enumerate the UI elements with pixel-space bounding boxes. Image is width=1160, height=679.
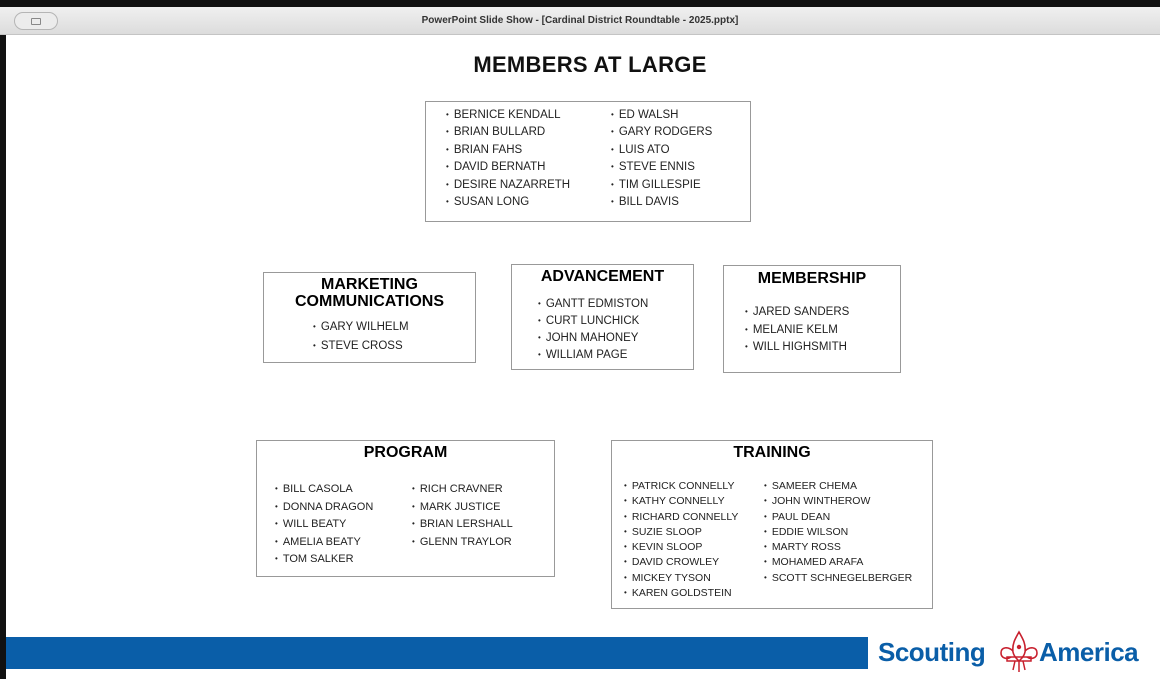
member-name: BILL DAVIS [611,194,712,211]
member-name: MELANIE KELM [745,322,849,340]
membership-members-list: JARED SANDERSMELANIE KELMWILL HIGHSMITH [745,304,850,357]
member-name: KATHY CONNELLY [624,494,738,509]
member-name: RICHARD CONNELLY [624,510,739,525]
member-name: DAVID CROWLEY [624,555,738,570]
member-name: WILL HIGHSMITH [745,339,849,357]
slide-title: MEMBERS AT LARGE [473,52,707,77]
member-name: DESIRE NAZARRETH [446,177,570,194]
member-name: PATRICK CONNELLY [624,479,738,494]
member-name: TIM GILLESPIE [611,177,712,194]
program-col-2: RICH CRAVNERMARK JUSTICEBRIAN LERSHALLGL… [412,481,513,551]
member-name: MOHAMED ARAFA [764,555,912,570]
member-name: SUSAN LONG [446,194,570,211]
member-name: DAVID BERNATH [446,159,570,176]
fleur-de-lis-icon [1000,630,1038,672]
window-title: PowerPoint Slide Show - [Cardinal Distri… [421,15,739,26]
member-name: WILLIAM PAGE [538,347,648,364]
training-title: TRAINING [733,444,811,461]
training-box: TRAINING PATRICK CONNELLYKATHY CONNELLYR… [611,440,933,609]
member-name: SCOTT SCHNEGELBERGER [764,571,912,586]
member-name: BRIAN FAHS [446,142,570,159]
members-at-large-col-2: ED WALSHGARY RODGERSLUIS ATOSTEVE ENNIST… [611,107,713,211]
membership-box: MEMBERSHIP JARED SANDERSMELANIE KELMWILL… [723,265,901,373]
member-name: GLENN TRAYLOR [412,534,513,552]
window-titlebar[interactable]: PowerPoint Slide Show - [Cardinal Distri… [0,7,1160,35]
member-name: BRIAN BULLARD [446,124,570,141]
member-name: STEVE ENNIS [611,159,712,176]
advancement-box: ADVANCEMENT GANTT EDMISTONCURT LUNCHICKJ… [511,264,694,370]
logo-word-america: America [1039,637,1139,667]
member-name: JOHN WINTHEROW [764,494,912,509]
member-name: KEVIN SLOOP [624,540,738,555]
member-name: EDDIE WILSON [764,525,912,540]
window-top-edge [0,0,1160,7]
member-name: LUIS ATO [611,142,712,159]
member-name: SAMEER CHEMA [764,479,912,494]
member-name: ED WALSH [611,107,712,124]
member-name: WILL BEATY [275,516,373,534]
member-name: GARY WILHELM [313,318,409,337]
member-name: MICKEY TYSON [624,571,738,586]
member-name: TOM SALKER [275,551,373,569]
logo-word-scouting: Scouting [878,637,986,667]
members-at-large-col-1: BERNICE KENDALLBRIAN BULLARDBRIAN FAHSDA… [446,107,570,211]
membership-title: MEMBERSHIP [757,270,867,287]
member-name: JARED SANDERS [745,304,850,322]
member-name: KAREN GOLDSTEIN [624,586,738,601]
training-col-2: SAMEER CHEMAJOHN WINTHEROWPAUL DEANEDDIE… [764,479,912,586]
member-name: JOHN MAHONEY [538,330,648,347]
member-name: BERNICE KENDALL [446,107,570,124]
marketing-communications-box: MARKETING COMMUNICATIONS GARY WILHELMSTE… [263,272,476,363]
program-col-1: BILL CASOLADONNA DRAGONWILL BEATYAMELIA … [275,481,373,569]
member-name: BRIAN LERSHALL [412,516,513,534]
member-name: SUZIE SLOOP [624,525,738,540]
program-box: PROGRAM BILL CASOLADONNA DRAGONWILL BEAT… [256,440,555,577]
members-at-large-box: BERNICE KENDALLBRIAN BULLARDBRIAN FAHSDA… [425,101,751,222]
scouting-america-logo: Scouting America [876,628,1160,676]
footer-band [6,637,868,669]
slide-view-icon [31,17,41,25]
member-name: MARTY ROSS [764,540,912,555]
member-name: MARK JUSTICE [412,499,513,517]
training-col-1: PATRICK CONNELLYKATHY CONNELLYRICHARD CO… [624,479,739,601]
advancement-title: ADVANCEMENT [540,268,665,285]
marketing-communications-title: MARKETING COMMUNICATIONS [264,276,475,310]
program-title: PROGRAM [363,444,448,461]
marketing-title-line-1: MARKETING [321,276,418,293]
marketing-title-line-2: COMMUNICATIONS [294,293,445,310]
member-name: STEVE CROSS [313,337,409,356]
member-name: AMELIA BEATY [275,534,373,552]
slideshow-view-button[interactable] [14,12,58,30]
window-left-edge [0,35,6,679]
member-name: GANTT EDMISTON [538,296,648,313]
member-name: DONNA DRAGON [275,499,373,517]
member-name: BILL CASOLA [275,481,373,499]
advancement-members-list: GANTT EDMISTONCURT LUNCHICKJOHN MAHONEYW… [538,296,648,364]
member-name: CURT LUNCHICK [538,313,648,330]
member-name: PAUL DEAN [764,510,912,525]
member-name: GARY RODGERS [611,124,713,141]
member-name: RICH CRAVNER [412,481,513,499]
marketing-members-list: GARY WILHELMSTEVE CROSS [313,318,409,356]
